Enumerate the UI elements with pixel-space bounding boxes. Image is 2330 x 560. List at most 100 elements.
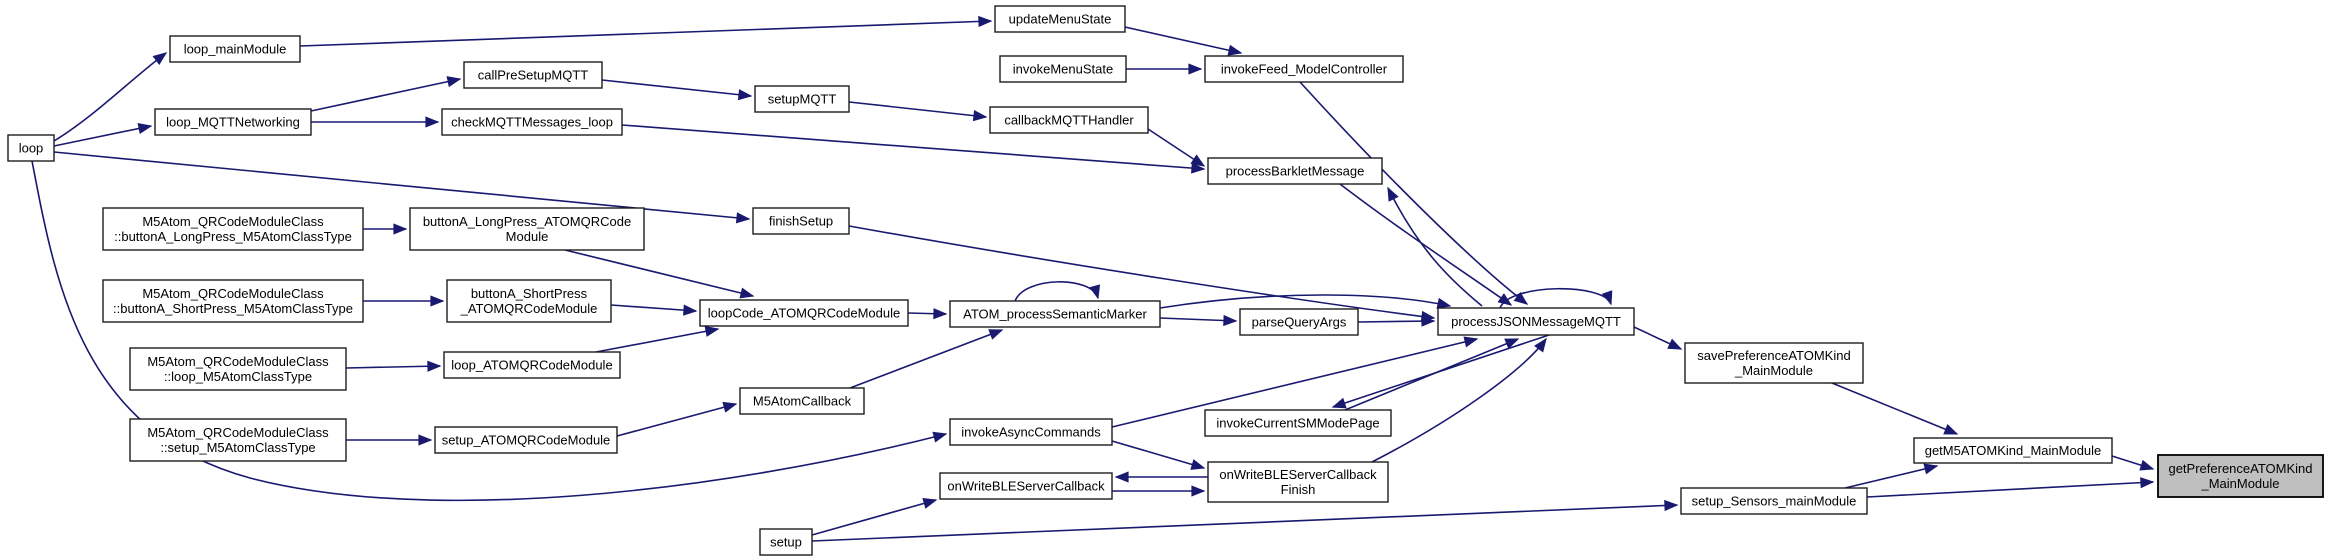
node-updateMenuState[interactable]: updateMenuState	[994, 5, 1126, 33]
node-rect-m5a_loop[interactable]	[129, 347, 347, 391]
edge-buttonA_short-to-loopCode_ATOMQRCodeModule	[610, 304, 698, 316]
node-M5AtomCallback[interactable]: M5AtomCallback	[739, 387, 865, 415]
node-setup_ATOMQRCodeModule[interactable]: setup_ATOMQRCodeModule	[434, 426, 618, 454]
node-label-updateMenuState: updateMenuState	[1009, 12, 1112, 27]
node-m5a_long[interactable]: M5Atom_QRCodeModuleClass::buttonA_LongPr…	[102, 207, 364, 251]
node-rect-setup_ATOMQRCodeModule[interactable]	[434, 426, 618, 454]
node-rect-checkMQTTMessages_loop[interactable]	[441, 108, 623, 136]
node-getM5ATOMKind_MainModule[interactable]: getM5ATOMKind_MainModule	[1913, 437, 2113, 464]
node-rect-processBarkletMessage[interactable]	[1207, 157, 1383, 185]
node-label-setupMQTT: setupMQTT	[768, 92, 837, 107]
edge-loop-to-invokeAsyncCommands	[31, 160, 948, 502]
node-processBarkletMessage[interactable]: processBarkletMessage	[1207, 157, 1383, 185]
node-loop_MQTTNetworking[interactable]: loop_MQTTNetworking	[154, 108, 312, 136]
node-label-m5a_long: M5Atom_QRCodeModuleClass::buttonA_LongPr…	[114, 214, 352, 244]
node-rect-getPreferenceATOMKind_MainModule[interactable]	[2157, 454, 2324, 498]
edge-parseQueryArgs-to-processJSONMessageMQTT	[1357, 315, 1436, 327]
node-rect-invokeAsyncCommands[interactable]	[949, 418, 1113, 446]
node-rect-invokeMenuState[interactable]	[999, 55, 1127, 83]
edge-ATOM_processSemanticMarker-to-processJSONMessageMQTT	[1159, 294, 1452, 309]
edge-buttonA_long-to-loopCode_ATOMQRCodeModule	[564, 249, 755, 299]
edge-getM5ATOMKind_MainModule-to-getPreferenceATOMKind_MainModule	[2111, 455, 2155, 471]
node-label-getM5ATOMKind_MainModule: getM5ATOMKind_MainModule	[1925, 443, 2102, 458]
edge-updateMenuState-to-invokeFeed_ModelController	[1124, 26, 1243, 56]
node-rect-invokeCurrentSMModePage[interactable]	[1204, 409, 1392, 437]
node-callbackMQTTHandler[interactable]: callbackMQTTHandler	[989, 106, 1149, 134]
edge-setup_ATOMQRCodeModule-to-M5AtomCallback	[616, 401, 738, 437]
node-label-invokeAsyncCommands: invokeAsyncCommands	[961, 425, 1101, 440]
node-rect-finishSetup[interactable]	[752, 207, 850, 235]
node-rect-parseQueryArgs[interactable]	[1239, 308, 1359, 336]
node-rect-savePreferenceATOMKind_MainModule[interactable]	[1684, 342, 1864, 384]
node-label-setup: setup	[770, 535, 802, 550]
node-setup[interactable]: setup	[759, 528, 813, 556]
node-rect-callbackMQTTHandler[interactable]	[989, 106, 1149, 134]
node-onWriteBLEServerCallback[interactable]: onWriteBLEServerCallback	[939, 472, 1113, 500]
node-finishSetup[interactable]: finishSetup	[752, 207, 850, 235]
node-rect-m5a_short[interactable]	[102, 279, 364, 323]
node-rect-m5a_setup[interactable]	[129, 418, 347, 462]
node-label-checkMQTTMessages_loop: checkMQTTMessages_loop	[451, 115, 613, 130]
node-label-loop_ATOMQRCodeModule: loop_ATOMQRCodeModule	[451, 358, 612, 373]
node-invokeCurrentSMModePage[interactable]: invokeCurrentSMModePage	[1204, 409, 1392, 437]
node-rect-loop_ATOMQRCodeModule[interactable]	[443, 351, 621, 379]
node-invokeAsyncCommands[interactable]: invokeAsyncCommands	[949, 418, 1113, 446]
node-loop_mainModule[interactable]: loop_mainModule	[169, 35, 301, 63]
node-rect-updateMenuState[interactable]	[994, 5, 1126, 33]
node-rect-ATOM_processSemanticMarker[interactable]	[949, 300, 1161, 328]
node-setup_Sensors_mainModule[interactable]: setup_Sensors_mainModule	[1680, 487, 1868, 515]
node-parseQueryArgs[interactable]: parseQueryArgs	[1239, 308, 1359, 336]
node-invokeMenuState[interactable]: invokeMenuState	[999, 55, 1127, 83]
node-rect-onWriteBLEServerCallbackFinish[interactable]	[1207, 461, 1389, 503]
node-processJSONMessageMQTT[interactable]: processJSONMessageMQTT	[1437, 307, 1635, 336]
node-rect-M5AtomCallback[interactable]	[739, 387, 865, 415]
node-rect-setupMQTT[interactable]	[754, 85, 850, 113]
node-label-loop: loop	[19, 141, 44, 156]
node-rect-m5a_long[interactable]	[102, 207, 364, 251]
node-loop_ATOMQRCodeModule[interactable]: loop_ATOMQRCodeModule	[443, 351, 621, 379]
node-buttonA_short[interactable]: buttonA_ShortPress_ATOMQRCodeModule	[446, 279, 612, 323]
node-label-m5a_loop: M5Atom_QRCodeModuleClass::loop_M5AtomCla…	[147, 354, 329, 384]
node-loopCode_ATOMQRCodeModule[interactable]: loopCode_ATOMQRCodeModule	[699, 299, 909, 327]
node-savePreferenceATOMKind_MainModule[interactable]: savePreferenceATOMKind_MainModule	[1684, 342, 1864, 384]
node-label-loop_MQTTNetworking: loop_MQTTNetworking	[166, 115, 300, 130]
node-rect-loopCode_ATOMQRCodeModule[interactable]	[699, 299, 909, 327]
node-label-parseQueryArgs: parseQueryArgs	[1252, 315, 1347, 330]
node-ATOM_processSemanticMarker[interactable]: ATOM_processSemanticMarker	[949, 300, 1161, 328]
node-label-invokeMenuState: invokeMenuState	[1013, 62, 1113, 77]
edge-callbackMQTTHandler-to-processBarkletMessage	[1147, 128, 1206, 167]
node-label-callbackMQTTHandler: callbackMQTTHandler	[1004, 113, 1134, 128]
node-invokeFeed_ModelController[interactable]: invokeFeed_ModelController	[1204, 55, 1404, 83]
node-rect-processJSONMessageMQTT[interactable]	[1437, 307, 1635, 336]
node-label-processJSONMessageMQTT: processJSONMessageMQTT	[1451, 314, 1621, 329]
node-rect-buttonA_short[interactable]	[446, 279, 612, 323]
edge-m5a_loop-to-loop_ATOMQRCodeModule	[345, 360, 442, 372]
node-rect-invokeFeed_ModelController[interactable]	[1204, 55, 1404, 83]
node-rect-setup_Sensors_mainModule[interactable]	[1680, 487, 1868, 515]
node-layer: loop loop_mainModule loop_MQTTNetworking ca…	[7, 5, 2324, 556]
node-m5a_loop[interactable]: M5Atom_QRCodeModuleClass::loop_M5AtomCla…	[129, 347, 347, 391]
node-rect-onWriteBLEServerCallback[interactable]	[939, 472, 1113, 500]
edge-checkMQTTMessages_loop-to-processBarkletMessage	[621, 124, 1206, 174]
node-setupMQTT[interactable]: setupMQTT	[754, 85, 850, 113]
node-callPreSetupMQTT[interactable]: callPreSetupMQTT	[463, 61, 603, 89]
node-rect-loop_mainModule[interactable]	[169, 35, 301, 63]
edge-processJSONMessageMQTT-to-savePreferenceATOMKind_MainModule	[1633, 326, 1683, 350]
node-checkMQTTMessages_loop[interactable]: checkMQTTMessages_loop	[441, 108, 623, 136]
node-rect-callPreSetupMQTT[interactable]	[463, 61, 603, 89]
node-m5a_setup[interactable]: M5Atom_QRCodeModuleClass::setup_M5AtomCl…	[129, 418, 347, 462]
node-rect-loop_MQTTNetworking[interactable]	[154, 108, 312, 136]
node-m5a_short[interactable]: M5Atom_QRCodeModuleClass::buttonA_ShortP…	[102, 279, 364, 323]
node-rect-setup[interactable]	[759, 528, 813, 556]
node-rect-loop[interactable]	[7, 134, 55, 162]
edge-setup-to-setup_Sensors_mainModule	[811, 499, 1679, 542]
node-rect-buttonA_long[interactable]	[409, 207, 645, 251]
node-rect-getM5ATOMKind_MainModule[interactable]	[1913, 437, 2113, 464]
node-getPreferenceATOMKind_MainModule[interactable]: getPreferenceATOMKind_MainModule	[2157, 454, 2324, 498]
node-loop[interactable]: loop	[7, 134, 55, 162]
